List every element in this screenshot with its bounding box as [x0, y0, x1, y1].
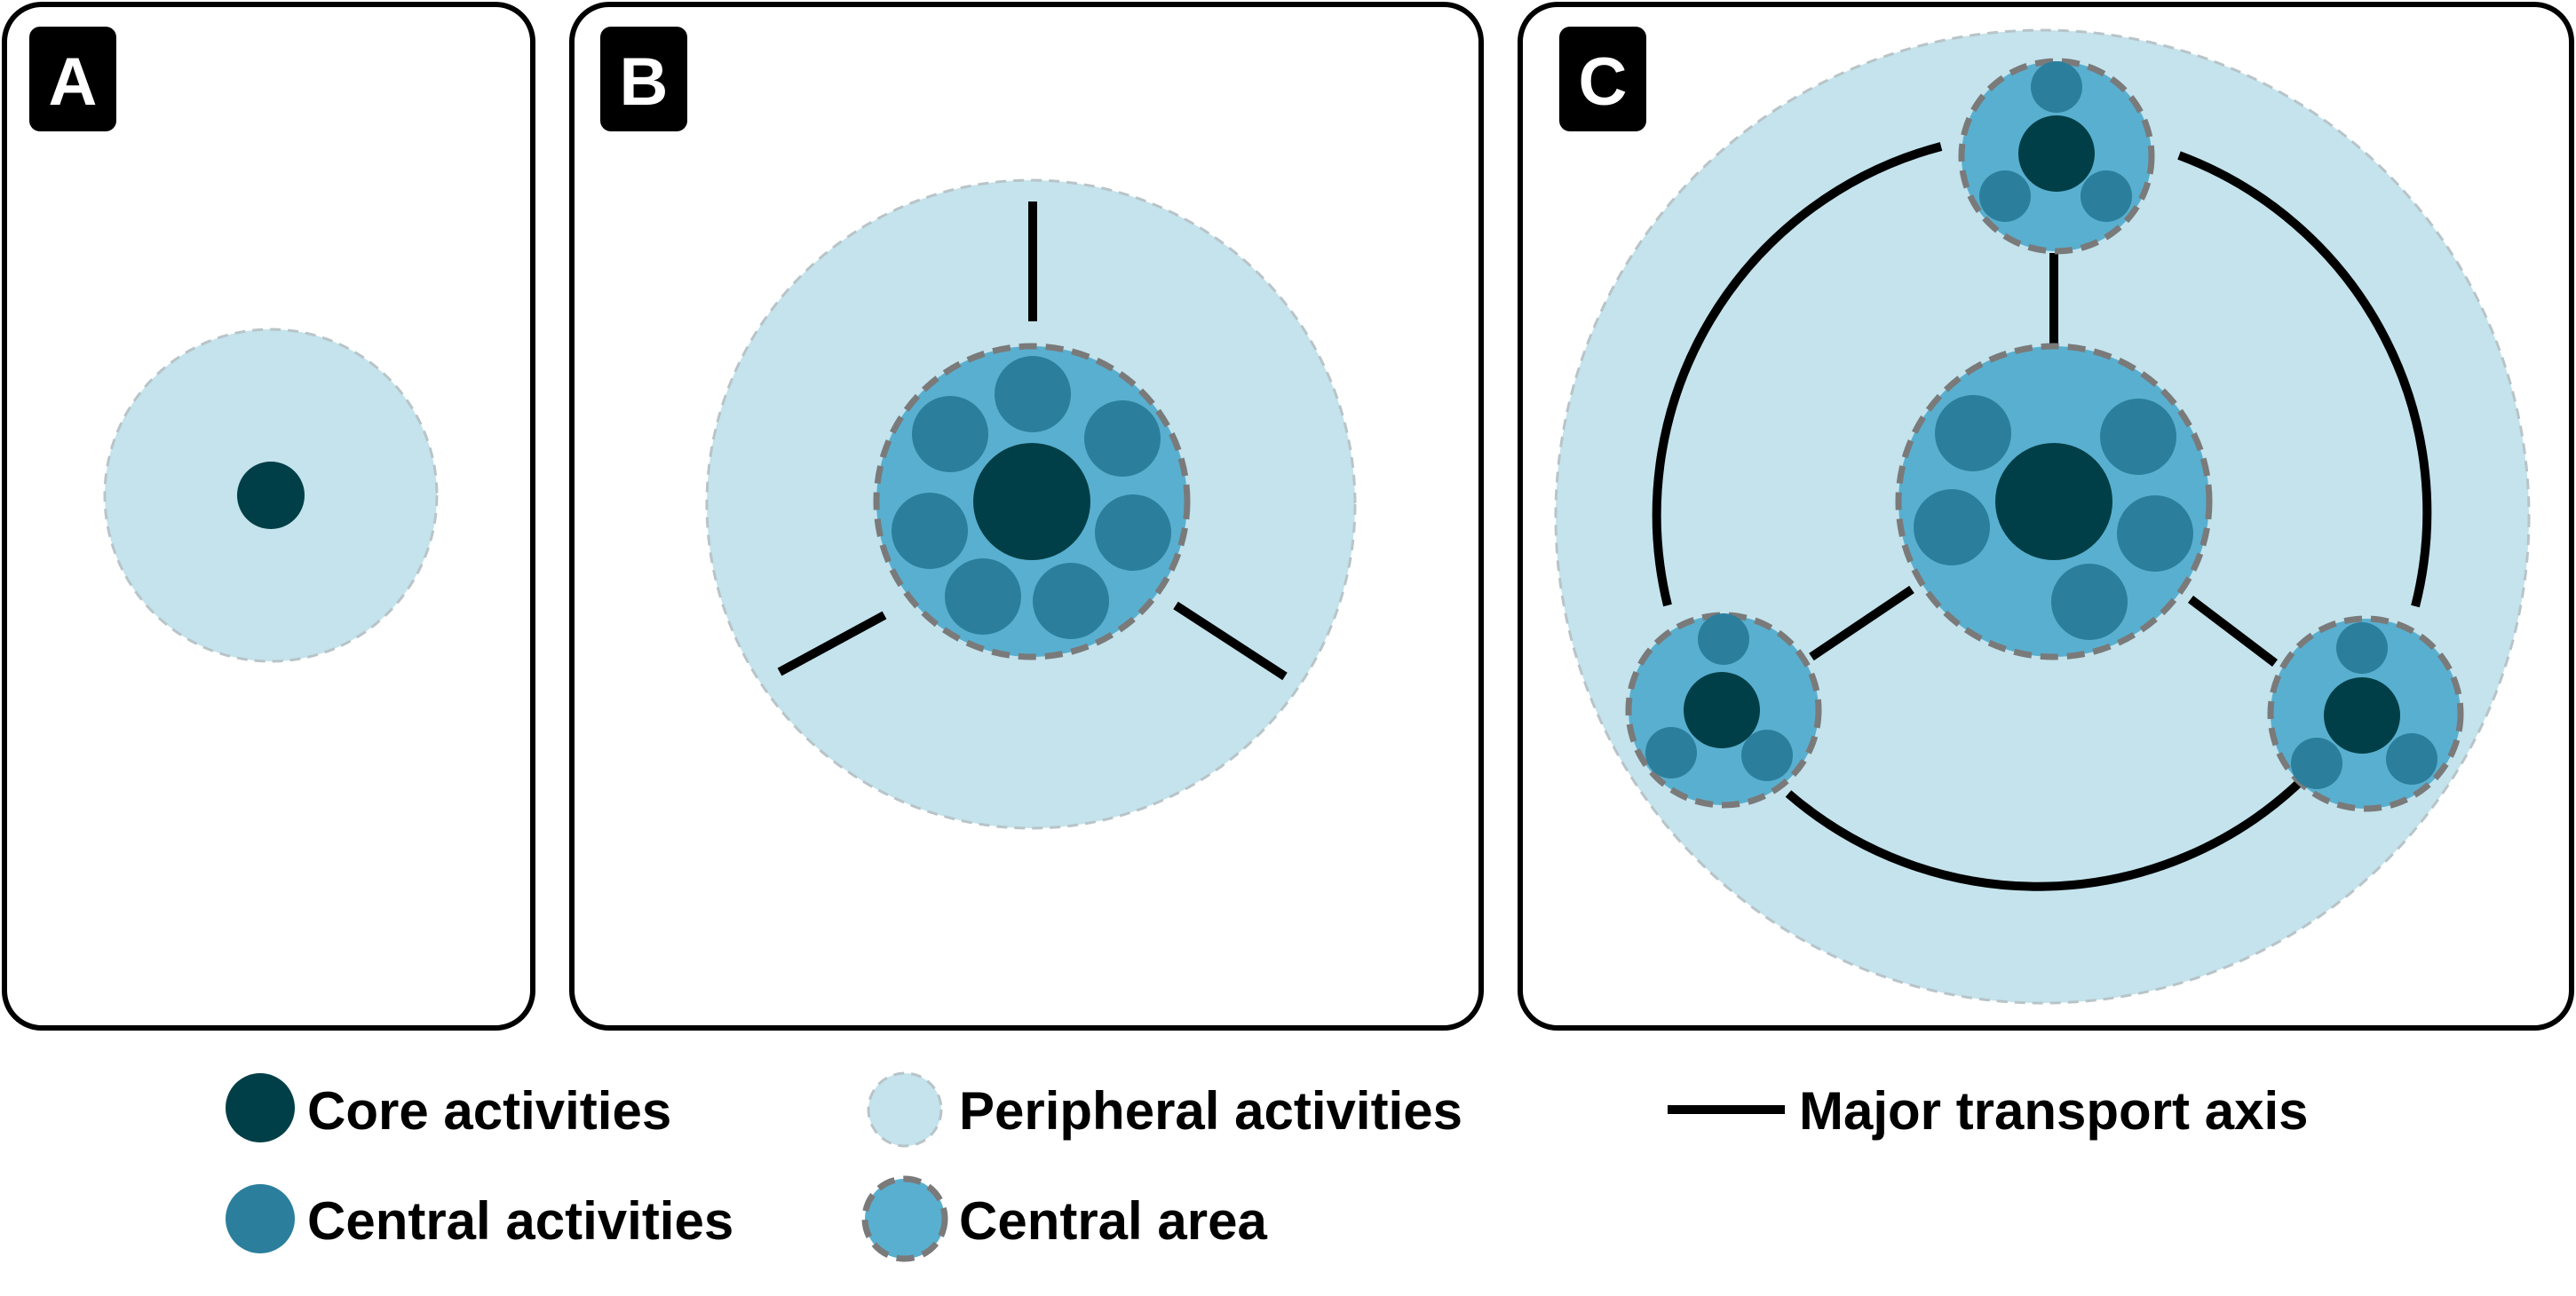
central-node [945, 558, 1021, 635]
legend-axis-label: Major transport axis [1799, 1081, 2309, 1141]
core-node [1684, 672, 1760, 748]
central-node [2031, 61, 2082, 113]
transport-ring-south [1785, 780, 2302, 891]
central-node [1935, 395, 2011, 471]
panel-a-badge [29, 27, 116, 131]
central-node [1914, 489, 1990, 565]
central-node [892, 493, 968, 569]
central-node [2291, 738, 2342, 789]
panel-c: C [1518, 2, 2574, 1031]
central-node [912, 396, 988, 472]
central-node [2081, 170, 2132, 222]
transport-ring-northwest [1652, 142, 1943, 607]
central-node [2117, 495, 2193, 572]
transport-ring-northeast [2177, 151, 2432, 608]
legend-core-label: Core activities [307, 1081, 671, 1141]
transport-axis-southeast [1173, 601, 1288, 681]
legend-core-swatch [226, 1073, 295, 1142]
transport-axis-southwest [777, 611, 887, 676]
central-node [1095, 494, 1171, 571]
legend-peripheral-label: Peripheral activities [959, 1081, 1462, 1141]
central-node [1741, 730, 1793, 781]
central-node [2051, 564, 2128, 640]
legend-item-area: Central area [861, 1175, 1267, 1262]
core-node [237, 462, 305, 529]
legend-item-peripheral: Peripheral activities [867, 1071, 1462, 1148]
panel-b-badge [600, 27, 687, 131]
central-node [1084, 400, 1161, 477]
central-node [1979, 170, 2031, 222]
panel-a-label: A [49, 44, 98, 120]
legend-central-swatch [226, 1184, 295, 1253]
legend: Core activities Central activities Perip… [226, 1071, 2309, 1262]
legend-peripheral-swatch [867, 1071, 943, 1148]
panel-c-label: C [1579, 44, 1628, 120]
central-node [2336, 622, 2388, 674]
panel-a: A [2, 2, 535, 1031]
core-node [973, 443, 1090, 560]
central-node [2386, 733, 2437, 785]
panel-b-label: B [620, 44, 669, 120]
legend-item-axis: Major transport axis [1668, 1081, 2309, 1141]
core-node [1995, 443, 2112, 560]
central-node [1698, 613, 1749, 665]
legend-central-label: Central activities [307, 1191, 733, 1251]
central-node [2100, 399, 2176, 475]
central-node [1033, 563, 1109, 639]
panel-c-badge [1559, 27, 1646, 131]
legend-area-label: Central area [959, 1191, 1267, 1251]
core-node [2018, 115, 2095, 192]
legend-item-central: Central activities [226, 1184, 733, 1253]
legend-item-core: Core activities [226, 1073, 671, 1142]
transport-axis-southwest [1809, 585, 1914, 661]
legend-area-swatch [861, 1175, 948, 1262]
central-node [995, 356, 1071, 432]
panel-b: B [569, 2, 1484, 1031]
central-node [1645, 727, 1697, 778]
transport-axis-southeast [2187, 596, 2279, 667]
core-node [2324, 677, 2400, 754]
